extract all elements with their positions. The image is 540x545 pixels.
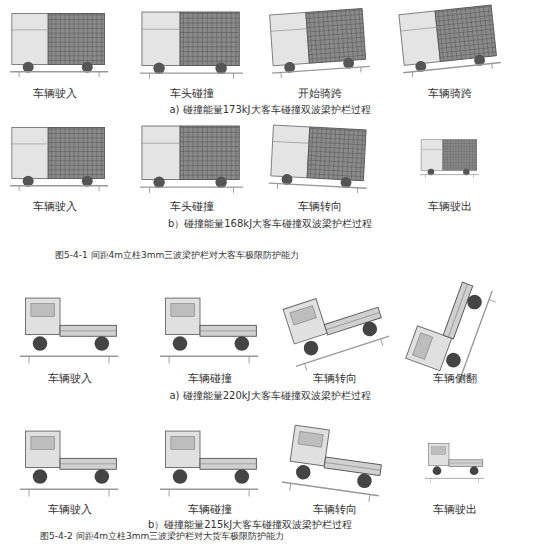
frame-label: 车辆骑跨 [428,87,472,100]
frame-label: 车辆驶入 [33,200,77,213]
frame-label: 车辆驶入 [48,372,92,385]
figure-caption: 图5-4-2 间距4m立柱3mm三波梁护栏对大货车极限防护能力 [40,531,284,542]
bus-row-b [10,125,479,194]
subfigure-caption: a) 碰撞能量173kJ大客车碰撞双波梁护栏过程 [169,104,370,116]
subfigure-caption: b）碰撞能量168kJ大客车碰撞双波梁护栏过程 [168,218,372,230]
frame-label: 车辆驶入 [48,503,92,516]
frame-label: 车辆驶出 [433,503,477,516]
truck-row-b [20,424,484,502]
frame-label: 车辆驶出 [428,200,472,213]
frame-label: 车辆转向 [298,200,342,213]
frame-label: 开始骑跨 [298,87,342,100]
bus-row-a [10,5,501,79]
figure-caption: 图5-4-1 间距4m立柱3mm三波梁护栏对大客车极限防护能力 [55,250,299,261]
frame-label: 车辆碰撞 [188,372,232,385]
frame-label: 车辆侧翻 [433,372,477,385]
frame-label: 车辆转向 [313,503,357,516]
frame-label: 车辆驶入 [33,87,77,100]
frame-label: 车头碰撞 [170,200,214,213]
subfigure-caption: a) 碰撞能量220kJ大客车碰撞双波梁护栏过程 [169,390,370,402]
frame-label: 车辆碰撞 [188,503,232,516]
frame-label: 车头碰撞 [170,87,214,100]
truck-row-a [20,271,499,386]
subfigure-caption: b）碰撞能量215kJ大客车碰撞双波梁护栏过程 [148,519,352,531]
frame-label: 车辆转向 [313,372,357,385]
